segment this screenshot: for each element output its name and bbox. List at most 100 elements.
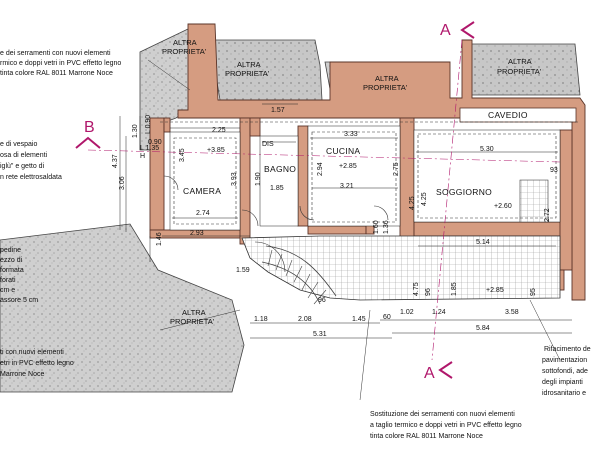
svg-text:3.58: 3.58 (505, 309, 519, 316)
svg-text:degli impianti: degli impianti (542, 379, 583, 386)
svg-text:1.57: 1.57 (271, 107, 285, 114)
svg-text:L 1.35: L 1.35 (140, 145, 159, 152)
svg-text:B: B (84, 119, 95, 136)
svg-text:Marrone Noce: Marrone Noce (0, 371, 44, 378)
leader-lines (147, 59, 561, 401)
svg-text:60: 60 (383, 314, 391, 321)
svg-text:93: 93 (550, 167, 558, 174)
section-marker-a-bottom: A (424, 361, 453, 382)
room-label-soggiorno: SOGGIORNO (436, 187, 492, 197)
svg-text:a taglio termico e doppi vetri: a taglio termico e doppi vetri in PVC ef… (370, 422, 522, 429)
section-line-b (87, 149, 561, 163)
svg-text:Rifacimento de: Rifacimento de (544, 346, 591, 353)
courtyard-paving (241, 235, 561, 301)
svg-text:A: A (424, 365, 435, 382)
svg-text:2.74: 2.74 (196, 210, 210, 217)
level-cucina: +2.85 (339, 163, 357, 170)
note-top: e dei serramenti con nuovi elementi rmic… (0, 50, 121, 77)
door-swings (163, 175, 389, 273)
note-bottom-center: Sostituzione dei serramenti con nuovi el… (370, 411, 522, 440)
svg-text:etri in PVC effetto legno: etri in PVC effetto legno (0, 360, 74, 367)
svg-text:5.31: 5.31 (313, 331, 327, 338)
property-label: ALTRA (182, 308, 206, 317)
svg-text:1.36: 1.36 (383, 220, 390, 234)
dashed-outlines (160, 121, 578, 225)
svg-text:5.84: 5.84 (476, 325, 490, 332)
svg-text:sottofondi, ade: sottofondi, ade (542, 368, 588, 375)
property-label: PROPRIETA' (162, 47, 207, 56)
svg-text:4.25: 4.25 (421, 192, 428, 206)
svg-text:idrosanitario e: idrosanitario e (542, 390, 586, 397)
svg-text:cm e: cm e (0, 287, 15, 294)
svg-text:rmico e doppi vetri in PVC eff: rmico e doppi vetri in PVC effetto legno (0, 60, 121, 67)
svg-text:tinta colore RAL 8011 Marrone: tinta colore RAL 8011 Marrone Noce (370, 433, 483, 440)
svg-text:e dei serramenti con nuovi ele: e dei serramenti con nuovi elementi (0, 50, 111, 57)
svg-text:4.37: 4.37 (112, 154, 119, 168)
svg-text:ezzo di: ezzo di (0, 257, 23, 264)
level-camera: +3.85 (207, 147, 225, 154)
svg-text:formata: formata (0, 267, 24, 274)
stair-spiral-2 (261, 261, 321, 305)
svg-text:2.25: 2.25 (212, 127, 226, 134)
note-bottom-left: ti con nuovi elementi etri in PVC effett… (0, 349, 74, 378)
svg-text:96: 96 (425, 288, 432, 296)
svg-text:3.33: 3.33 (344, 131, 358, 138)
svg-text:5.30: 5.30 (480, 146, 494, 153)
svg-text:tinta colore RAL 8011 Marrone: tinta colore RAL 8011 Marrone Noce (0, 70, 113, 77)
dimension-labels: 1.30 4.37 3.06 1.46 2.25 1.57 3.33 5.30 … (112, 107, 558, 338)
svg-text:1.85: 1.85 (270, 185, 284, 192)
note-left-mid: e di vespaio osa di elementi iglù" e get… (0, 141, 62, 181)
svg-text:1.18: 1.18 (254, 316, 268, 323)
svg-text:2.93: 2.93 (190, 230, 204, 237)
svg-text:H: H (140, 153, 145, 160)
svg-text:1.60: 1.60 (373, 220, 380, 234)
svg-text:e di vespaio: e di vespaio (0, 141, 37, 148)
svg-text:2.94: 2.94 (317, 162, 324, 176)
property-label: PROPRIETA' (225, 69, 270, 78)
section-marker-a-top: A (440, 21, 475, 39)
svg-text:1.02: 1.02 (400, 309, 414, 316)
rooms (169, 125, 561, 231)
svg-text:1.90: 1.90 (255, 172, 262, 186)
svg-text:95: 95 (530, 288, 537, 296)
room-label-bagno: BAGNO (264, 164, 296, 174)
svg-text:iglù" e getto di: iglù" e getto di (0, 163, 45, 170)
property-label: ALTRA (237, 60, 261, 69)
svg-text:4.75: 4.75 (413, 282, 420, 296)
property-label: ALTRA (508, 57, 532, 66)
svg-text:3.93: 3.93 (231, 172, 238, 186)
svg-text:forati: forati (0, 277, 16, 284)
svg-text:assore 5 cm: assore 5 cm (0, 297, 38, 304)
svg-text:0.90: 0.90 (148, 139, 162, 146)
svg-text:2.75: 2.75 (393, 162, 400, 176)
svg-text:3.06: 3.06 (119, 176, 126, 190)
svg-text:1.24: 1.24 (432, 309, 446, 316)
property-label: PROPRIETA' (363, 83, 408, 92)
svg-text:3.21: 3.21 (340, 183, 354, 190)
neighbor-area-bottom-left (0, 223, 245, 393)
svg-text:4.25: 4.25 (409, 196, 416, 210)
svg-text:1.46: 1.46 (156, 232, 163, 246)
svg-text:3.45: 3.45 (179, 148, 186, 162)
level-soggiorno: +2.60 (494, 203, 512, 210)
section-line-a (431, 39, 463, 361)
svg-text:pavimentazion: pavimentazion (542, 357, 587, 364)
property-label: PROPRIETA' (497, 67, 542, 76)
property-label: ALTRA (173, 38, 197, 47)
svg-text:5.14: 5.14 (476, 239, 490, 246)
note-bottom-right: Rifacimento de pavimentazion sottofondi,… (542, 346, 591, 397)
svg-text:1.59: 1.59 (236, 267, 250, 274)
svg-text:L 0.90: L 0.90 (145, 115, 152, 134)
section-marker-b: B (75, 119, 101, 149)
room-label-cucina: CUCINA (326, 146, 360, 156)
room-label-dis: DIS (262, 141, 274, 148)
svg-text:1.45: 1.45 (352, 316, 366, 323)
svg-text:2.72: 2.72 (544, 208, 551, 222)
svg-text:pedine: pedine (0, 247, 21, 254)
room-label-camera: CAMERA (183, 186, 221, 196)
level-landing: +2.85 (486, 287, 504, 294)
stair-soggiorno (519, 179, 549, 223)
svg-text:96: 96 (318, 297, 326, 304)
svg-text:Sostituzione dei serramenti co: Sostituzione dei serramenti con nuovi el… (370, 411, 515, 418)
